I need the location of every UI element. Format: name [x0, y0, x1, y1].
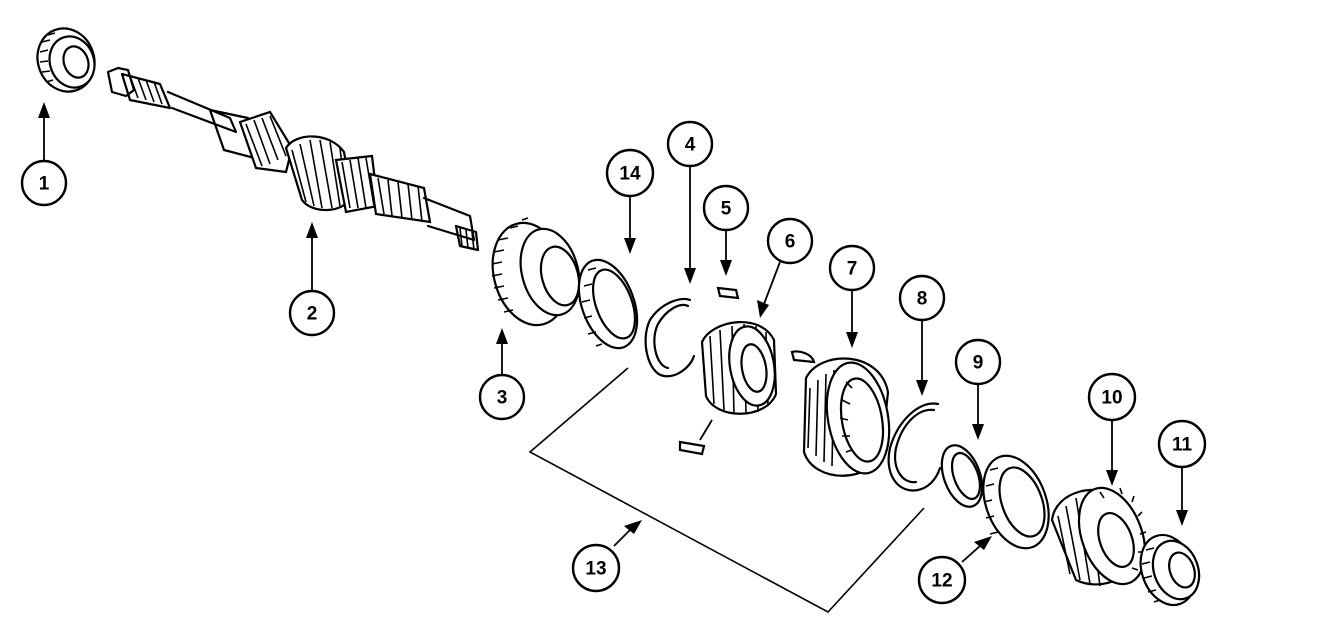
- callout-7: 7: [828, 244, 876, 292]
- callout-9-label: 9: [973, 353, 984, 374]
- part-7-sleeve: [802, 357, 891, 477]
- callout-1-label: 1: [39, 174, 50, 195]
- callout-6: 6: [766, 217, 814, 265]
- callout-8: 8: [898, 274, 946, 322]
- part-9-synchro-ring: [940, 444, 984, 508]
- callout-4: 4: [666, 120, 714, 168]
- callout-1: 1: [20, 159, 68, 207]
- callout-3-label: 3: [497, 388, 508, 409]
- part-8-retaining-ring: [887, 402, 942, 492]
- part-11-bearing: [1139, 533, 1201, 607]
- group-13-bracket: [528, 367, 925, 613]
- callout-9: 9: [954, 338, 1002, 386]
- callout-4-label: 4: [685, 135, 696, 156]
- callout-5: 5: [702, 184, 750, 232]
- part-4-retaining-ring: [644, 297, 696, 378]
- callout-7-label: 7: [847, 259, 858, 280]
- part-14-synchro-ring: [577, 258, 639, 350]
- callout-2: 2: [288, 289, 336, 337]
- part-10-gear: [1050, 486, 1147, 587]
- callout-14: 14: [605, 148, 655, 198]
- part-5-key: [716, 286, 740, 300]
- callout-13-label: 13: [585, 559, 606, 580]
- callout-5-label: 5: [721, 199, 732, 220]
- callout-13: 13: [571, 543, 621, 593]
- part-6-synchro-hub: [678, 320, 816, 456]
- callout-11: 11: [1157, 419, 1207, 469]
- callout-12-label: 12: [931, 571, 952, 592]
- part-12-ring: [982, 454, 1050, 550]
- callout-6-label: 6: [785, 232, 796, 253]
- part-3-gear: [491, 217, 581, 327]
- callout-14-label: 14: [619, 164, 641, 185]
- leader-lines: [38, 102, 1188, 563]
- part-2-main-shaft: [106, 66, 480, 252]
- callout-2-label: 2: [307, 304, 318, 325]
- callout-10-label: 10: [1101, 388, 1122, 409]
- callout-3: 3: [478, 373, 526, 421]
- callout-12: 12: [917, 555, 967, 605]
- callout-10: 10: [1087, 372, 1137, 422]
- callout-11-label: 11: [1172, 435, 1193, 456]
- callout-8-label: 8: [917, 289, 928, 310]
- part-1-bearing: [36, 27, 96, 93]
